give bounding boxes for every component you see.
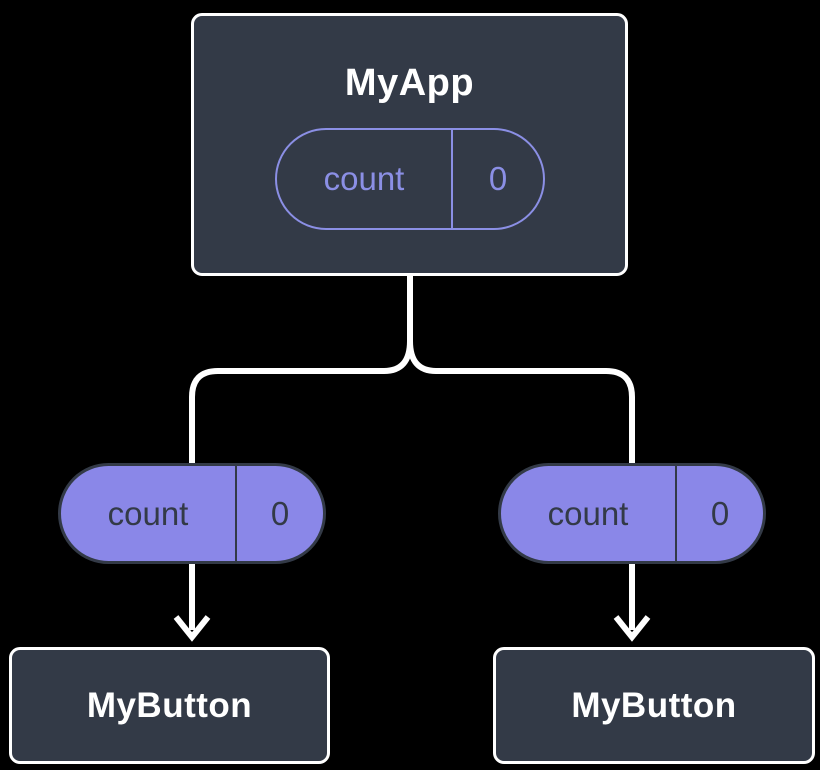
arrow-down-icon bbox=[173, 562, 211, 642]
prop-pill-right: count 0 bbox=[498, 463, 766, 564]
prop-value: 0 bbox=[270, 494, 290, 532]
state-pill-root: count 0 bbox=[275, 128, 545, 230]
component-title: MyButton bbox=[571, 685, 737, 725]
component-box-myapp: MyApp bbox=[191, 13, 628, 276]
state-name: count bbox=[277, 130, 453, 228]
component-box-mybutton-left: MyButton bbox=[9, 647, 330, 764]
prop-name: count bbox=[501, 466, 677, 561]
component-title: MyButton bbox=[86, 685, 253, 725]
component-title: MyApp bbox=[344, 62, 475, 104]
fork-connector-right bbox=[407, 274, 635, 466]
prop-value: 0 bbox=[710, 494, 730, 532]
fork-connector-left bbox=[189, 274, 413, 466]
state-value: 0 bbox=[488, 160, 508, 197]
prop-pill-left: count 0 bbox=[58, 463, 326, 564]
prop-name: count bbox=[61, 466, 237, 561]
arrow-down-icon bbox=[613, 562, 651, 642]
component-box-mybutton-right: MyButton bbox=[493, 647, 815, 764]
